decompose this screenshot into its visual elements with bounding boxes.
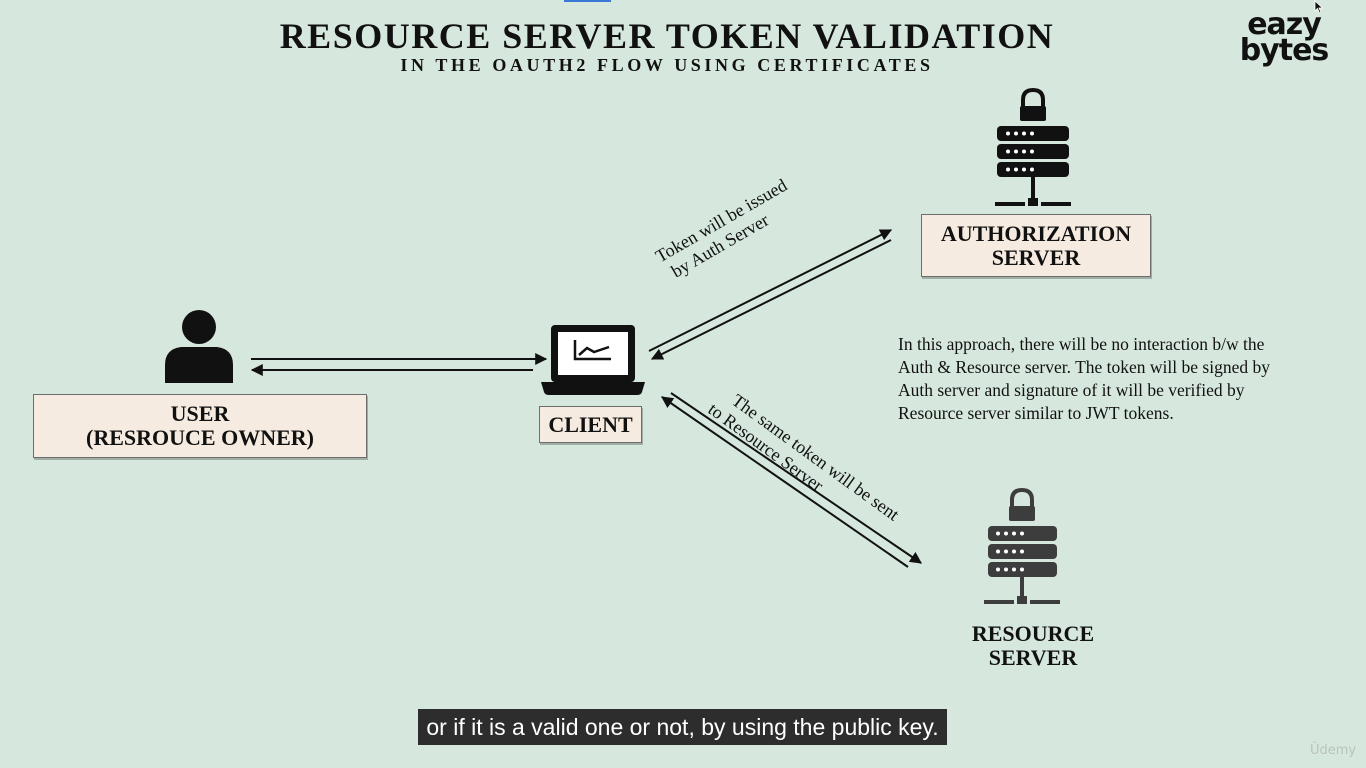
locked-server-icon	[984, 488, 1060, 604]
video-progress-bar[interactable]	[564, 0, 611, 2]
mouse-cursor-icon	[1314, 0, 1324, 14]
arrow-client-to-resource	[670, 392, 922, 564]
user-label: USER	[170, 401, 230, 426]
title-subtitle: IN THE OAUTH2 FLOW USING CERTIFICATES	[400, 55, 934, 75]
description-line: Resource server similar to JWT tokens.	[898, 403, 1174, 423]
logo-line-2: bytes	[1239, 33, 1330, 68]
udemy-watermark: Ûdemy	[1310, 743, 1357, 758]
description-line: Auth server and signature of it will be …	[898, 380, 1245, 400]
user-box: USER (RESROUCE OWNER)	[33, 394, 367, 458]
arrow-resource-to-client	[661, 396, 909, 568]
resource-server-label: RESOURCE SERVER	[955, 622, 1111, 670]
description-line: In this approach, there will be no inter…	[898, 334, 1265, 354]
description-paragraph: In this approach, there will be no inter…	[898, 333, 1343, 425]
laptop-icon	[541, 325, 645, 395]
arrow-client-to-auth	[648, 229, 893, 352]
auth-server-label-2: SERVER	[991, 244, 1081, 270]
logo-line-1: eazy	[1247, 7, 1322, 42]
auth-server-label-1: AUTHORIZATION	[940, 220, 1132, 246]
resource-server-label-2: SERVER	[988, 645, 1078, 670]
slide-title: RESOURCE SERVER TOKEN VALIDATION IN THE …	[0, 14, 1334, 75]
video-caption: or if it is a valid one or not, by using…	[418, 709, 947, 745]
user-sublabel: (RESROUCE OWNER)	[86, 425, 314, 450]
title-main: RESOURCE SERVER TOKEN VALIDATION	[279, 16, 1055, 56]
client-label: CLIENT	[548, 411, 633, 437]
arrow-auth-to-client	[650, 239, 892, 360]
eazybytes-logo: eazy bytes	[1236, 7, 1332, 68]
person-icon	[165, 310, 233, 383]
description-line: Auth & Resource server. The token will b…	[898, 357, 1270, 377]
authorization-server-box: AUTHORIZATION SERVER	[921, 214, 1151, 277]
locked-server-icon	[995, 88, 1071, 206]
client-box: CLIENT	[539, 406, 642, 443]
resource-server-label-1: RESOURCE	[971, 621, 1095, 646]
